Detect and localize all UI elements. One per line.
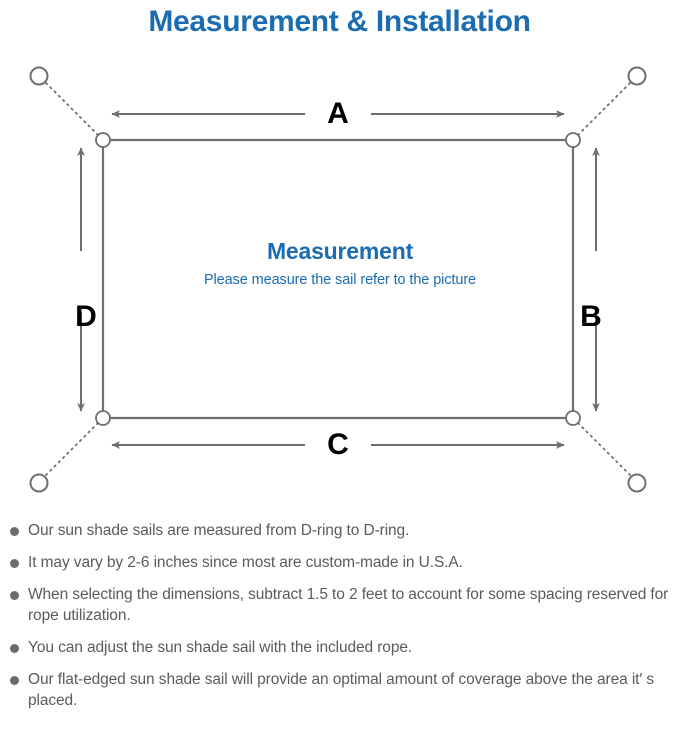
list-item: You can adjust the sun shade sail with t… bbox=[0, 637, 679, 658]
anchor-ring-bottom-right bbox=[627, 473, 647, 493]
center-heading: Measurement bbox=[266, 238, 414, 264]
d-ring-bottom-right bbox=[565, 410, 581, 426]
sail-outline bbox=[101, 138, 575, 420]
dimension-label-b: B bbox=[580, 300, 602, 333]
d-ring-bottom-left bbox=[95, 410, 111, 426]
list-item: Our flat-edged sun shade sail will provi… bbox=[0, 669, 679, 711]
bullet-icon bbox=[10, 676, 19, 685]
rope-top-right bbox=[577, 81, 632, 136]
bullet-icon bbox=[10, 559, 19, 568]
d-ring-top-left bbox=[95, 132, 111, 148]
notes-list: Our sun shade sails are measured from D-… bbox=[0, 520, 679, 722]
rope-bottom-right bbox=[577, 422, 632, 477]
note-text: It may vary by 2-6 inches since most are… bbox=[28, 554, 463, 571]
list-item: Our sun shade sails are measured from D-… bbox=[0, 520, 679, 541]
note-text: When selecting the dimensions, subtract … bbox=[28, 586, 669, 624]
list-item: It may vary by 2-6 inches since most are… bbox=[0, 552, 679, 573]
bullet-icon bbox=[10, 527, 19, 536]
rope-bottom-left bbox=[44, 422, 99, 477]
d-ring-top-right bbox=[565, 132, 581, 148]
diagram-svg bbox=[29, 66, 647, 493]
note-text: You can adjust the sun shade sail with t… bbox=[28, 639, 413, 656]
dimension-label-c: C bbox=[327, 428, 349, 461]
page-title: Measurement & Installation bbox=[148, 5, 531, 38]
center-subheading: Please measure the sail refer to the pic… bbox=[203, 272, 477, 288]
bullet-icon bbox=[10, 644, 19, 653]
measurement-diagram: A B C D Measurement Please measure the s… bbox=[0, 46, 679, 516]
list-item: When selecting the dimensions, subtract … bbox=[0, 584, 679, 626]
anchor-ring-top-left bbox=[29, 66, 49, 86]
dimension-label-d: D bbox=[75, 300, 97, 333]
rope-top-left bbox=[44, 81, 99, 136]
center-annotation: Measurement Please measure the sail refe… bbox=[140, 236, 540, 292]
anchor-ring-bottom-left bbox=[29, 473, 49, 493]
note-text: Our sun shade sails are measured from D-… bbox=[28, 522, 410, 539]
bullet-icon bbox=[10, 591, 19, 600]
dimension-label-a: A bbox=[327, 97, 349, 130]
anchor-ring-top-right bbox=[627, 66, 647, 86]
note-text: Our flat-edged sun shade sail will provi… bbox=[28, 671, 655, 709]
